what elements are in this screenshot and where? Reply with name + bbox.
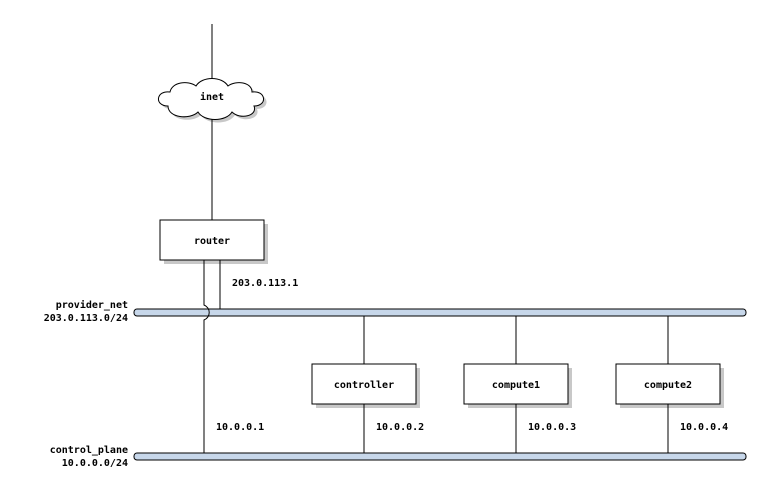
router-control-address: 10.0.0.1	[216, 422, 264, 433]
compute1-node: compute1	[463, 363, 572, 408]
router-provider-address: 203.0.113.1	[232, 278, 298, 289]
internet-cloud: inet	[158, 78, 267, 123]
router-label: router	[194, 236, 230, 247]
compute2-node: compute2	[615, 363, 724, 408]
compute2-address: 10.0.0.4	[680, 422, 728, 433]
control-plane-cidr: 10.0.0.0/24	[62, 458, 128, 469]
controller-node: controller	[311, 363, 420, 408]
cloud-label: inet	[200, 91, 224, 103]
controller-address: 10.0.0.2	[376, 422, 424, 433]
router-node: router	[159, 219, 268, 264]
provider-net-cidr: 203.0.113.0/24	[44, 313, 128, 324]
provider-net-bus	[133, 308, 747, 317]
provider-net-name: provider_net	[56, 299, 128, 311]
compute1-address: 10.0.0.3	[528, 422, 576, 433]
compute1-label: compute1	[492, 380, 540, 391]
wire-router-control	[203, 260, 210, 453]
control-plane-name: control_plane	[50, 445, 128, 456]
compute2-label: compute2	[644, 380, 692, 391]
control-plane-bus	[133, 452, 747, 461]
controller-label: controller	[334, 380, 394, 391]
